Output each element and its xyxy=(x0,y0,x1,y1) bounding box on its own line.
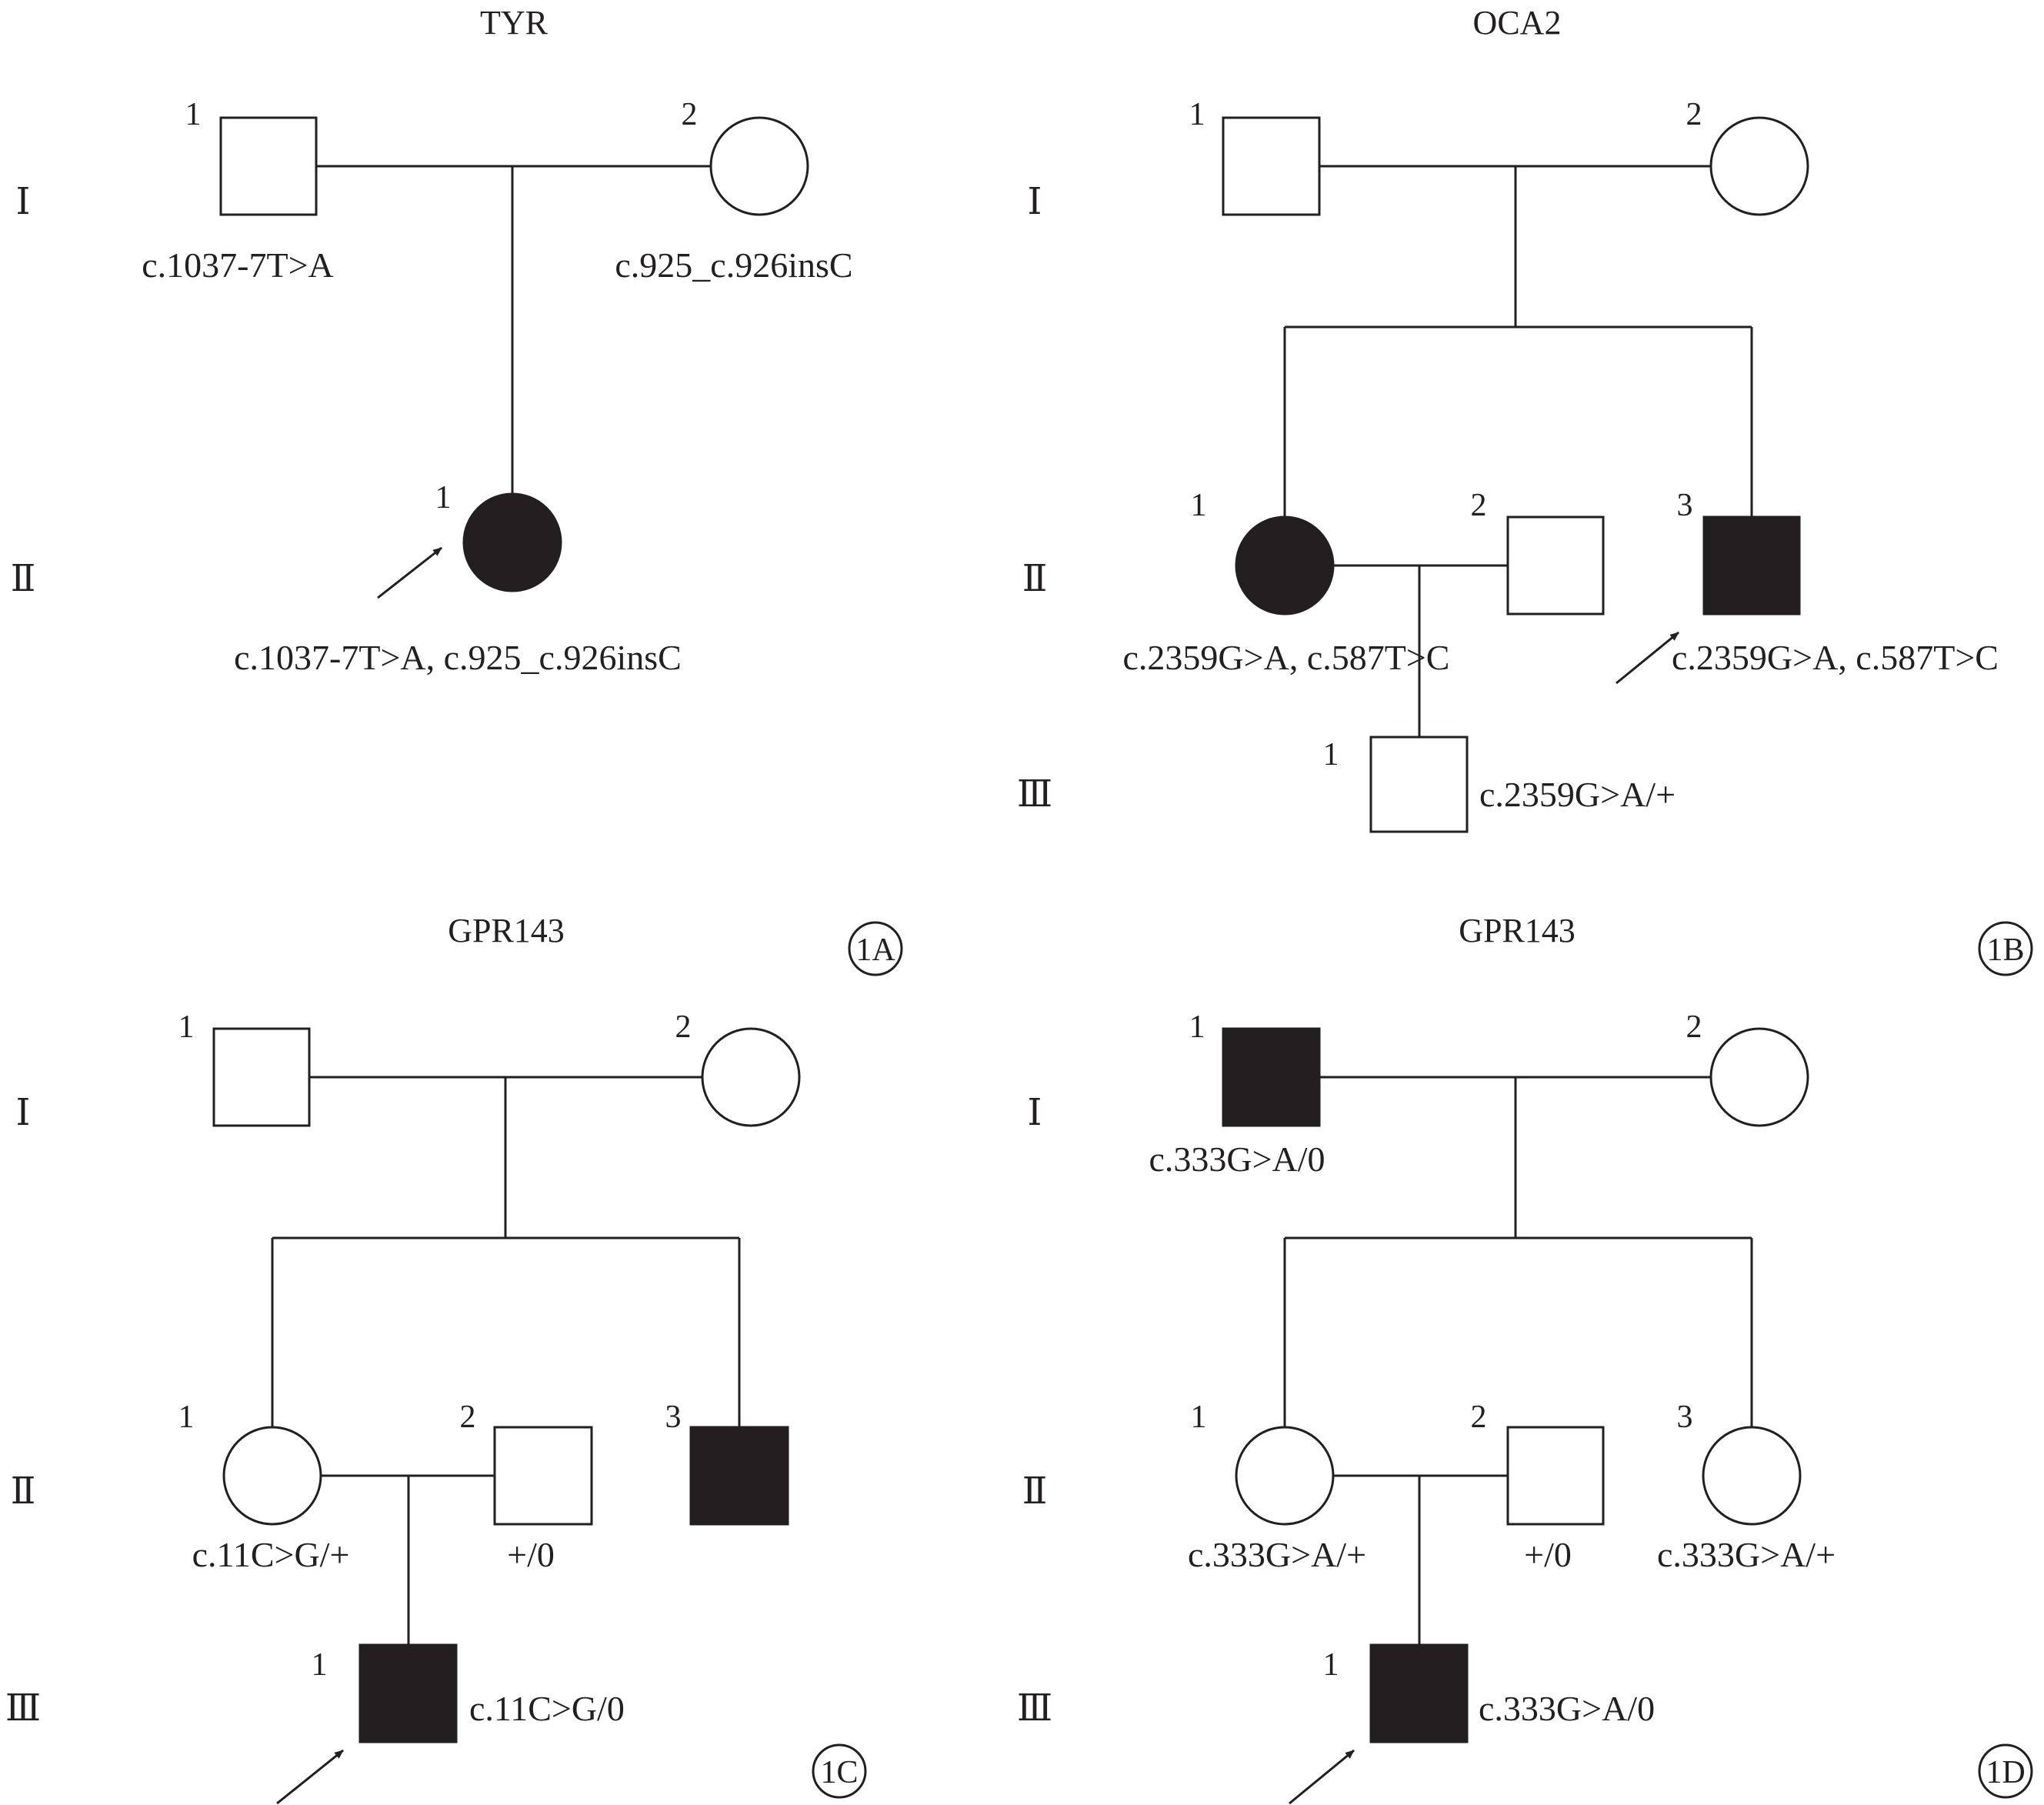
panel-1b-i1-number: 1 xyxy=(1189,97,1205,132)
panel-1c-ii1-variant: c.11C>G/+ xyxy=(192,1535,350,1574)
panel-1d-gene-title: GPR143 xyxy=(1459,912,1576,949)
panel-1d-generation-1-label: Ⅰ xyxy=(1028,1093,1042,1133)
panel-1d-generation-3-label: Ⅲ xyxy=(1017,1688,1052,1729)
panel-1c-i1-number: 1 xyxy=(178,1009,195,1045)
panel-1c-i2-female-unaffected xyxy=(701,1027,801,1127)
panel-1b-ii3-variant: c.2359G>A, c.587T>C xyxy=(1672,638,1999,677)
panel-1d-i2-number: 2 xyxy=(1686,1009,1702,1045)
panel-1b-i1-male-unaffected xyxy=(1222,116,1321,216)
panel-1a-generation-2-label: Ⅱ xyxy=(11,559,36,599)
panel-1d-ii3-female-unaffected xyxy=(1702,1426,1802,1526)
panel-1b-generation-2-label: Ⅱ xyxy=(1022,559,1048,599)
panel-1b-ii3-number: 3 xyxy=(1677,488,1693,523)
panel-1c-ii3-male-affected xyxy=(689,1426,789,1526)
panel-1a-i1-variant: c.1037-7T>A xyxy=(142,245,334,285)
panel-1a-gene-title: TYR xyxy=(480,4,549,42)
panel-1b-ii1-variant: c.2359G>A, c.587T>C xyxy=(1123,638,1450,677)
panel-1d-iii1-variant: c.333G>A/0 xyxy=(1479,1689,1655,1728)
panel-1d-gpr143: GPR143 Ⅰ Ⅱ Ⅲ 1 c.333G>A/0 2 1 c.333G>A/+… xyxy=(1017,912,2033,1805)
panel-1b-oca2: OCA2 Ⅰ Ⅱ Ⅲ 1 2 1 c.2359G>A, c.587T>C 2 3… xyxy=(1017,4,2033,976)
panel-1b-ii1-female-affected xyxy=(1235,515,1335,616)
panel-1b-i2-number: 2 xyxy=(1686,97,1702,132)
panel-1c-label: 1C xyxy=(820,1755,858,1790)
panel-1c-proband-arrow xyxy=(276,1749,344,1805)
panel-1c-gene-title: GPR143 xyxy=(448,912,565,949)
panel-1a-generation-1-label: Ⅰ xyxy=(16,182,31,222)
panel-1d-ii1-number: 1 xyxy=(1191,1400,1207,1435)
panel-1c-ii1-female-unaffected xyxy=(222,1426,322,1526)
panel-1c-ii1-number: 1 xyxy=(178,1400,195,1435)
panel-1d-iii1-male-affected xyxy=(1369,1643,1469,1743)
panel-1c-ii3-number: 3 xyxy=(665,1400,682,1435)
panel-1d-ii3-number: 3 xyxy=(1677,1400,1693,1435)
panel-1b-iii1-number: 1 xyxy=(1323,737,1339,772)
panel-1d-i2-female-unaffected xyxy=(1709,1027,1809,1127)
panel-1b-generation-3-label: Ⅲ xyxy=(1017,774,1052,815)
panel-1b-generation-1-label: Ⅰ xyxy=(1028,182,1042,222)
panel-1c-iii1-male-affected xyxy=(358,1643,458,1743)
panel-1d-iii1-number: 1 xyxy=(1323,1647,1339,1683)
panel-1c-iii1-variant: c.11C>G/0 xyxy=(469,1689,625,1728)
panel-1d-ii1-female-unaffected xyxy=(1235,1426,1335,1526)
panel-1d-proband-arrow xyxy=(1289,1749,1355,1805)
panel-1b-iii1-variant: c.2359G>A/+ xyxy=(1479,775,1676,814)
panel-1b-iii1-male-unaffected xyxy=(1369,736,1469,833)
panel-1c-ii2-number: 2 xyxy=(460,1400,476,1435)
panel-1a-ii1-number: 1 xyxy=(435,480,452,515)
panel-1a-i1-male-unaffected xyxy=(219,116,318,216)
panel-1b-ii2-male-unaffected xyxy=(1506,515,1605,616)
panel-1a-ii1-female-affected xyxy=(462,492,562,592)
panel-1d-ii3-variant: c.333G>A/+ xyxy=(1657,1535,1836,1574)
panel-1b-label-circle xyxy=(1978,921,2033,976)
panel-1c-iii1-number: 1 xyxy=(312,1647,328,1683)
panel-1b-ii3-male-affected xyxy=(1702,515,1801,616)
panel-1d-i1-variant: c.333G>A/0 xyxy=(1149,1139,1325,1179)
panel-1a-label-circle xyxy=(848,921,903,976)
panel-1d-generation-2-label: Ⅱ xyxy=(1022,1471,1048,1512)
panel-1c-generation-2-label: Ⅱ xyxy=(11,1471,36,1512)
panel-1a-tyr: TYR Ⅰ Ⅱ 1 c.1037-7T>A 2 c.925_c.926insC … xyxy=(11,4,903,976)
panel-1b-label: 1B xyxy=(1986,933,2024,968)
panel-1c-generation-1-label: Ⅰ xyxy=(16,1093,31,1133)
panel-1d-ii2-male-unaffected xyxy=(1506,1426,1605,1526)
panel-1c-gpr143: GPR143 Ⅰ Ⅱ Ⅲ 1 2 1 c.11C>G/+ 2 +/0 3 1 c… xyxy=(5,912,867,1805)
panel-1a-i2-female-unaffected xyxy=(709,116,809,216)
panel-1a-ii1-variant: c.1037-7T>A, c.925_c.926insC xyxy=(234,638,682,677)
panel-1a-label: 1A xyxy=(855,933,895,968)
panel-1b-gene-title: OCA2 xyxy=(1473,4,1562,42)
panel-1b-proband-arrow xyxy=(1616,631,1679,685)
panel-1d-label-circle xyxy=(1978,1743,2033,1799)
panel-1c-i2-number: 2 xyxy=(675,1009,692,1045)
panel-1c-generation-3-label: Ⅲ xyxy=(5,1688,41,1729)
panel-1d-ii1-variant: c.333G>A/+ xyxy=(1188,1535,1366,1574)
panel-1b-i2-female-unaffected xyxy=(1709,116,1809,216)
panel-1c-i1-male-unaffected xyxy=(212,1027,311,1127)
panel-1a-i1-number: 1 xyxy=(185,97,202,132)
panel-1b-ii2-number: 2 xyxy=(1471,488,1487,523)
panel-1d-ii2-number: 2 xyxy=(1471,1400,1487,1435)
panel-1a-i2-number: 2 xyxy=(682,97,698,132)
panel-1b-ii1-number: 1 xyxy=(1191,488,1207,523)
panel-1c-ii2-male-unaffected xyxy=(493,1426,593,1526)
panel-1c-label-circle xyxy=(812,1743,867,1799)
panel-1d-label: 1D xyxy=(1986,1755,2025,1790)
panel-1d-i1-number: 1 xyxy=(1189,1009,1205,1045)
panel-1c-ii2-variant: +/0 xyxy=(507,1535,555,1574)
panel-1a-i2-variant: c.925_c.926insC xyxy=(615,245,852,285)
panel-1d-i1-male-affected xyxy=(1222,1027,1321,1127)
panel-1d-ii2-variant: +/0 xyxy=(1524,1535,1572,1574)
panel-1a-proband-arrow xyxy=(377,546,442,599)
